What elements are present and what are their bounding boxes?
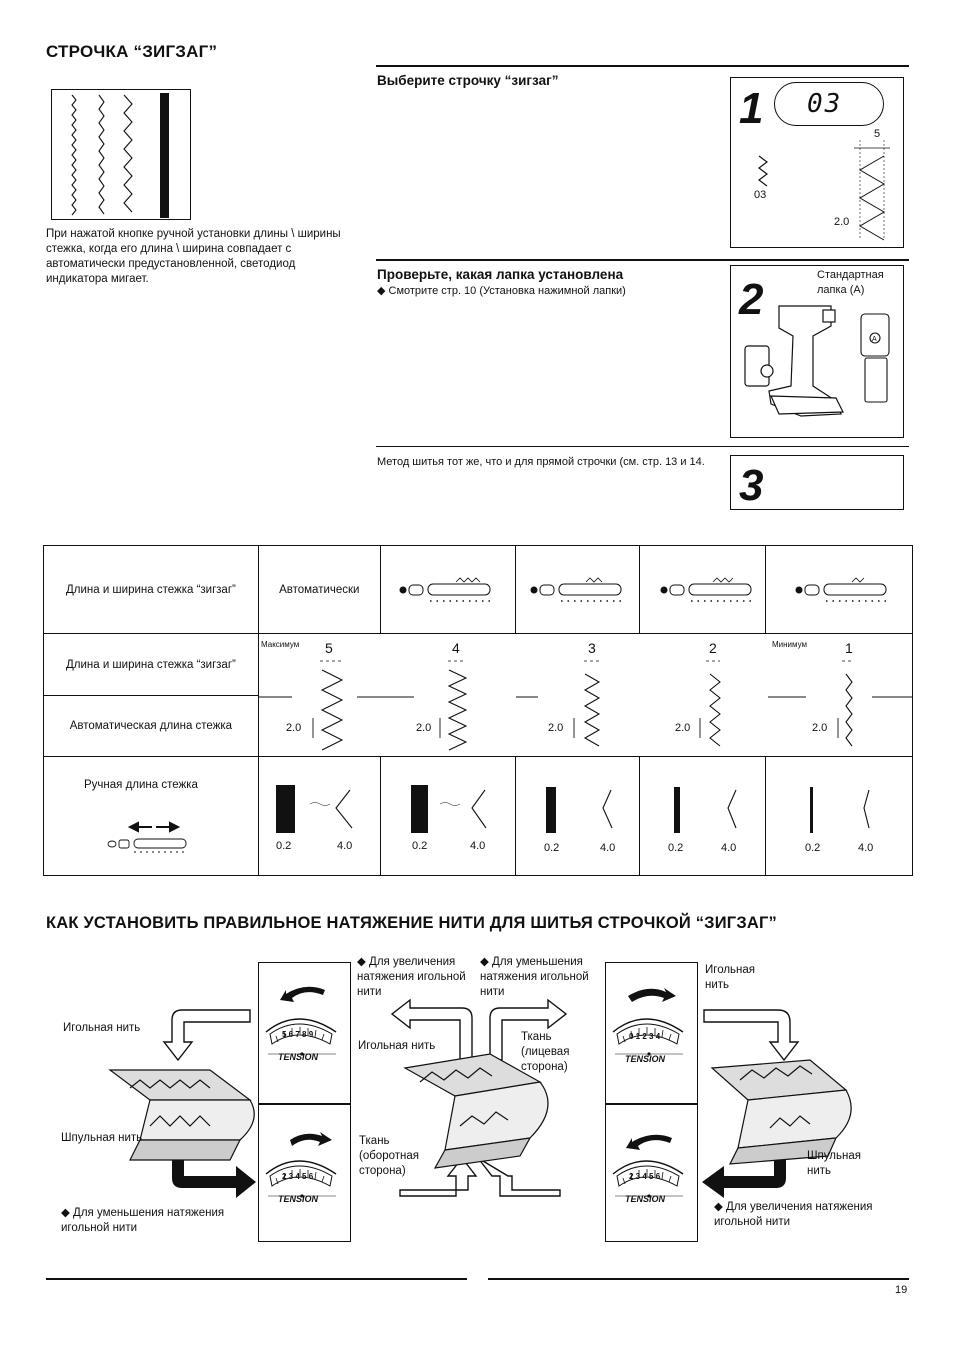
- width-value-5: 5: [325, 640, 333, 656]
- pattern-code: 03: [754, 189, 767, 201]
- footer-rule-right: [488, 1278, 909, 1280]
- width-value: 5: [874, 128, 881, 140]
- led-indicators-layer: [398, 577, 887, 602]
- length-value: 2.0: [834, 216, 850, 228]
- manual-max-3: 4.0: [600, 842, 616, 854]
- auto-length-value-3: 2.0: [548, 722, 564, 734]
- manual-min-1: 0.2: [276, 840, 292, 852]
- tension-section-title: КАК УСТАНОВИТЬ ПРАВИЛЬНОЕ НАТЯЖЕНИЕ НИТИ…: [46, 914, 777, 932]
- length-adjust-arrows-icon: [107, 821, 187, 853]
- step3-rule: [376, 446, 909, 447]
- mid-needle-thread-label: Игольная нить: [358, 1040, 436, 1052]
- manual-max-2: 4.0: [470, 840, 486, 852]
- tension-label-top-right: TENSION: [625, 1054, 666, 1064]
- manual-max-4: 4.0: [721, 842, 737, 854]
- manual-length-col-5: [765, 755, 913, 877]
- dial-box-bottom-left: [258, 1104, 351, 1242]
- row-label-zigzag-setting: Длина и ширина стежка “зигзаг”: [43, 544, 259, 635]
- dial-numbers-bottom-left: 2 3 4 5 6: [282, 1172, 314, 1181]
- presser-foot-icon: A: [744, 305, 890, 417]
- mid-decrease-label: ◆ Для уменьшения натяжения игольной нити: [480, 956, 589, 998]
- stitch-sample-image: [51, 89, 191, 220]
- step1-rule: [376, 65, 909, 67]
- step1-heading: Выберите строчку “зигзаг”: [377, 73, 559, 88]
- width-value-1: 1: [845, 640, 853, 656]
- right-bobbin-thread-label: Шпульная нить: [807, 1150, 861, 1177]
- foot-label: Стандартная лапка (A): [817, 269, 884, 296]
- dial-numbers-top-left: 5 6 7 8 9: [282, 1030, 314, 1039]
- width-value-4: 4: [452, 640, 460, 656]
- auto-length-value-1: 2.0: [286, 722, 302, 734]
- setting-indicator-4: [765, 544, 913, 635]
- width-value-3: 3: [588, 640, 596, 656]
- step1-number: 1: [739, 84, 764, 133]
- tension-diagrams-layer: [108, 986, 852, 1199]
- mid-increase-label: ◆ Для увеличения натяжения игольной нити: [357, 956, 466, 998]
- auto-length-value-5: 2.0: [812, 722, 828, 734]
- fabric-back-label: Ткань (оборотная сторона): [359, 1135, 419, 1177]
- section-title: СТРОЧКА “ЗИГЗАГ”: [46, 42, 218, 61]
- footer-rule-left: [46, 1278, 467, 1280]
- manual-length-col-4: [639, 755, 767, 877]
- tension-label-bottom-right: TENSION: [625, 1194, 666, 1204]
- row-label-zigzag-size: Длина и ширина стежка “зигзаг”: [43, 633, 259, 697]
- left-needle-thread-label: Игольная нить: [63, 1022, 141, 1034]
- min-label: Минимум: [772, 640, 808, 649]
- step2-number: 2: [739, 275, 764, 324]
- stitch-settings-table: Длина и ширина стежка “зигзаг” Автоматич…: [43, 544, 914, 877]
- left-decrease-text: Для уменьшения натяжения игольной нити: [61, 1207, 225, 1234]
- lcd-display: 03: [774, 82, 884, 126]
- auto-setting-label: Автоматически: [257, 544, 381, 635]
- left-decrease-label: ◆ Для уменьшения натяжения игольной нити: [61, 1207, 225, 1234]
- auto-setting-note: При нажатой кнопке ручной установки длин…: [46, 228, 341, 285]
- page-number: 19: [895, 1284, 908, 1296]
- manual-min-3: 0.2: [544, 842, 560, 854]
- dial-numbers-top-right: 0 1 2 3 4: [629, 1032, 661, 1041]
- right-needle-thread-label: Игольная нить: [705, 964, 756, 991]
- manual-length-col-2: [379, 755, 516, 877]
- step2-heading: Проверьте, какая лапка установлена: [377, 267, 624, 282]
- manual-length-col-3: [514, 755, 641, 877]
- auto-length-value-2: 2.0: [416, 722, 432, 734]
- step1-panel: 1 03 03 5 2.0: [730, 77, 904, 248]
- dial-numbers-bottom-right: 2 3 4 5 6: [629, 1172, 661, 1181]
- manual-min-4: 0.2: [668, 842, 684, 854]
- dial-box-bottom-right: [605, 1104, 698, 1242]
- manual-max-1: 4.0: [337, 840, 353, 852]
- right-increase-text: Для увеличения натяжения игольной нити: [714, 1201, 873, 1228]
- row-label-auto-length: Автоматическая длина стежка: [43, 695, 259, 757]
- tension-label-bottom-left: TENSION: [278, 1194, 319, 1204]
- zigzag-pattern-icon: [758, 155, 768, 187]
- manual-max-5: 4.0: [858, 842, 874, 854]
- step2-bullet: ◆ Смотрите стр. 10 (Установка нажимной л…: [377, 285, 626, 297]
- zigzag-stitch-diagram: [854, 140, 890, 241]
- step2-rule: [376, 259, 909, 261]
- fabric-face-label: Ткань (лицевая сторона): [521, 1031, 570, 1073]
- lcd-display-value: 03: [807, 89, 843, 119]
- max-label: Максимум: [261, 640, 300, 649]
- manual-length-diagrams-layer: [276, 785, 870, 833]
- mid-decrease-text: Для уменьшения натяжения игольной нити: [480, 956, 589, 998]
- manual-min-2: 0.2: [412, 840, 428, 852]
- row-label-manual-length: Ручная длина стежка: [84, 778, 198, 791]
- foot-letter: A: [872, 336, 877, 343]
- zigzag-width-diagrams: [258, 633, 914, 757]
- dial-box-top-right: [605, 962, 698, 1104]
- mid-increase-text: Для увеличения натяжения игольной нити: [357, 956, 466, 998]
- tension-label-top-left: TENSION: [278, 1052, 319, 1062]
- step2-panel: 2 Стандартная лапка (A) A: [730, 265, 904, 438]
- row-label-manual-length-cell: Ручная длина стежка: [43, 755, 259, 877]
- right-increase-label: ◆ Для увеличения натяжения игольной нити: [714, 1201, 873, 1228]
- step3-number: 3: [739, 461, 764, 510]
- dial-box-top-left: [258, 962, 351, 1104]
- step3-text: Метод шитья тот же, что и для прямой стр…: [377, 456, 705, 468]
- step2-bullet-text: Смотрите стр. 10 (Установка нажимной лап…: [388, 285, 626, 297]
- step3-panel: 3: [730, 455, 904, 510]
- manual-min-5: 0.2: [805, 842, 821, 854]
- width-value-2: 2: [709, 640, 717, 656]
- left-bobbin-thread-label: Шпульная нить: [61, 1132, 143, 1144]
- zigzag-diagrams-layer: [258, 660, 912, 751]
- auto-length-value-4: 2.0: [675, 722, 691, 734]
- setting-indicator-3: [639, 544, 767, 635]
